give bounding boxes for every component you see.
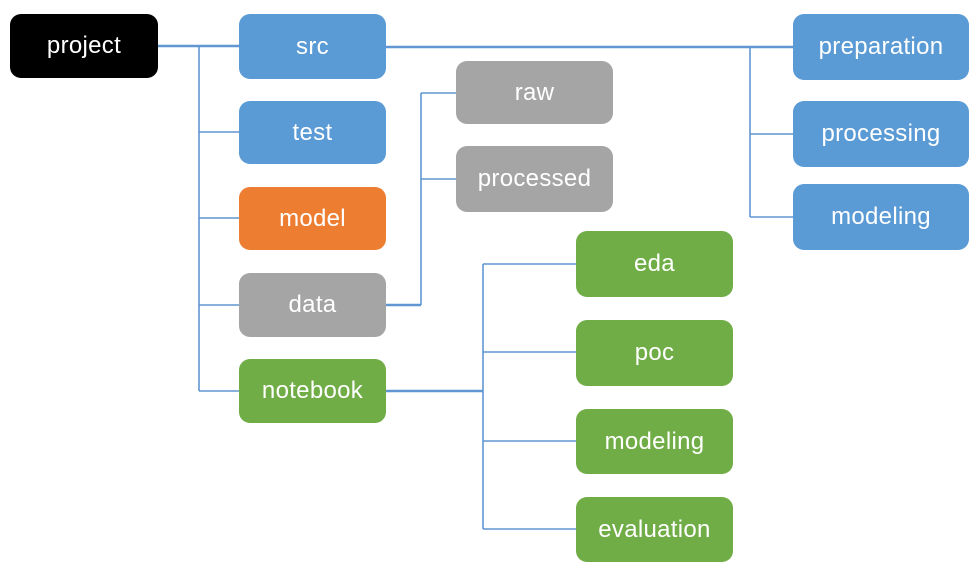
node-test: test (239, 101, 386, 164)
node-model: model (239, 187, 386, 250)
node-notebook: notebook (239, 359, 386, 423)
node-src: src (239, 14, 386, 79)
node-eda: eda (576, 231, 733, 297)
node-project: project (10, 14, 158, 78)
node-processing: processing (793, 101, 969, 167)
node-modeling-src: modeling (793, 184, 969, 250)
node-processed: processed (456, 146, 613, 212)
node-preparation: preparation (793, 14, 969, 80)
node-raw: raw (456, 61, 613, 124)
node-poc: poc (576, 320, 733, 386)
node-evaluation: evaluation (576, 497, 733, 562)
node-data: data (239, 273, 386, 337)
node-modeling-notebook: modeling (576, 409, 733, 474)
